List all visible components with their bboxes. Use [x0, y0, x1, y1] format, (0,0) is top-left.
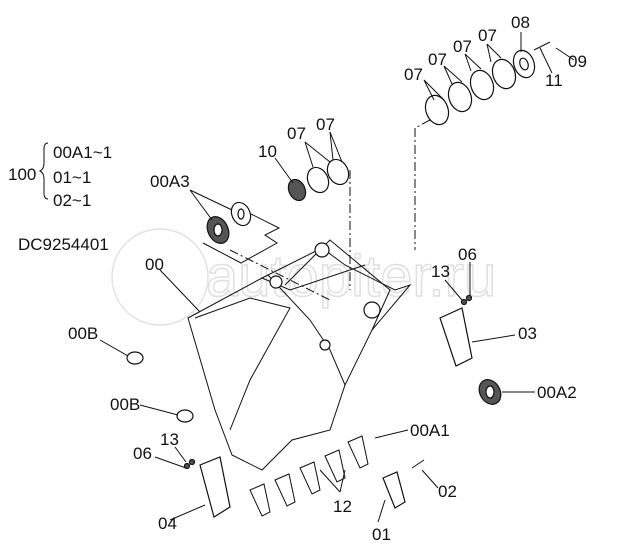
shim-plates [414, 32, 575, 250]
part-label: 00A3 [150, 172, 190, 191]
part-label: 07 [316, 115, 335, 134]
part-label: 02 [438, 482, 457, 501]
part-label: 06 [458, 245, 477, 264]
part-label: 07 [404, 65, 423, 84]
part-labels: 100 00A1~1 01~1 02~1 DC9254401 07 07 07 … [8, 13, 587, 544]
part-label: 00A1 [410, 421, 450, 440]
part-label: 01 [372, 525, 391, 544]
diagram-code: DC9254401 [18, 235, 109, 254]
part-label: 00B [68, 324, 98, 343]
assembly-item: 02~1 [53, 191, 91, 210]
assembly-item: 00A1~1 [53, 143, 112, 162]
part-label: 06 [133, 444, 152, 463]
part-label: 00 [145, 255, 164, 274]
watermark-text: autopiter.ru [206, 244, 496, 309]
part-label: 00B [110, 395, 140, 414]
part-label: 13 [431, 262, 450, 281]
leader-lines [99, 262, 535, 523]
part-label: 00A2 [537, 383, 577, 402]
part-label: 07 [287, 124, 306, 143]
part-label: 09 [568, 52, 587, 71]
part-label: 07 [478, 26, 497, 45]
part-label: 07 [428, 50, 447, 69]
assembly-brace [38, 142, 49, 200]
assembly-item: 01~1 [53, 168, 91, 187]
part-label: 11 [545, 71, 563, 90]
bucket-body [126, 239, 502, 518]
part-label: 13 [160, 430, 179, 449]
pin-parts [189, 131, 351, 301]
part-label: 10 [258, 142, 277, 161]
part-label: 03 [518, 324, 537, 343]
part-label: 12 [333, 497, 352, 516]
part-label: 08 [511, 13, 530, 32]
part-label: 07 [453, 37, 472, 56]
assembly-number: 100 [8, 165, 36, 184]
part-label: 04 [158, 514, 177, 533]
